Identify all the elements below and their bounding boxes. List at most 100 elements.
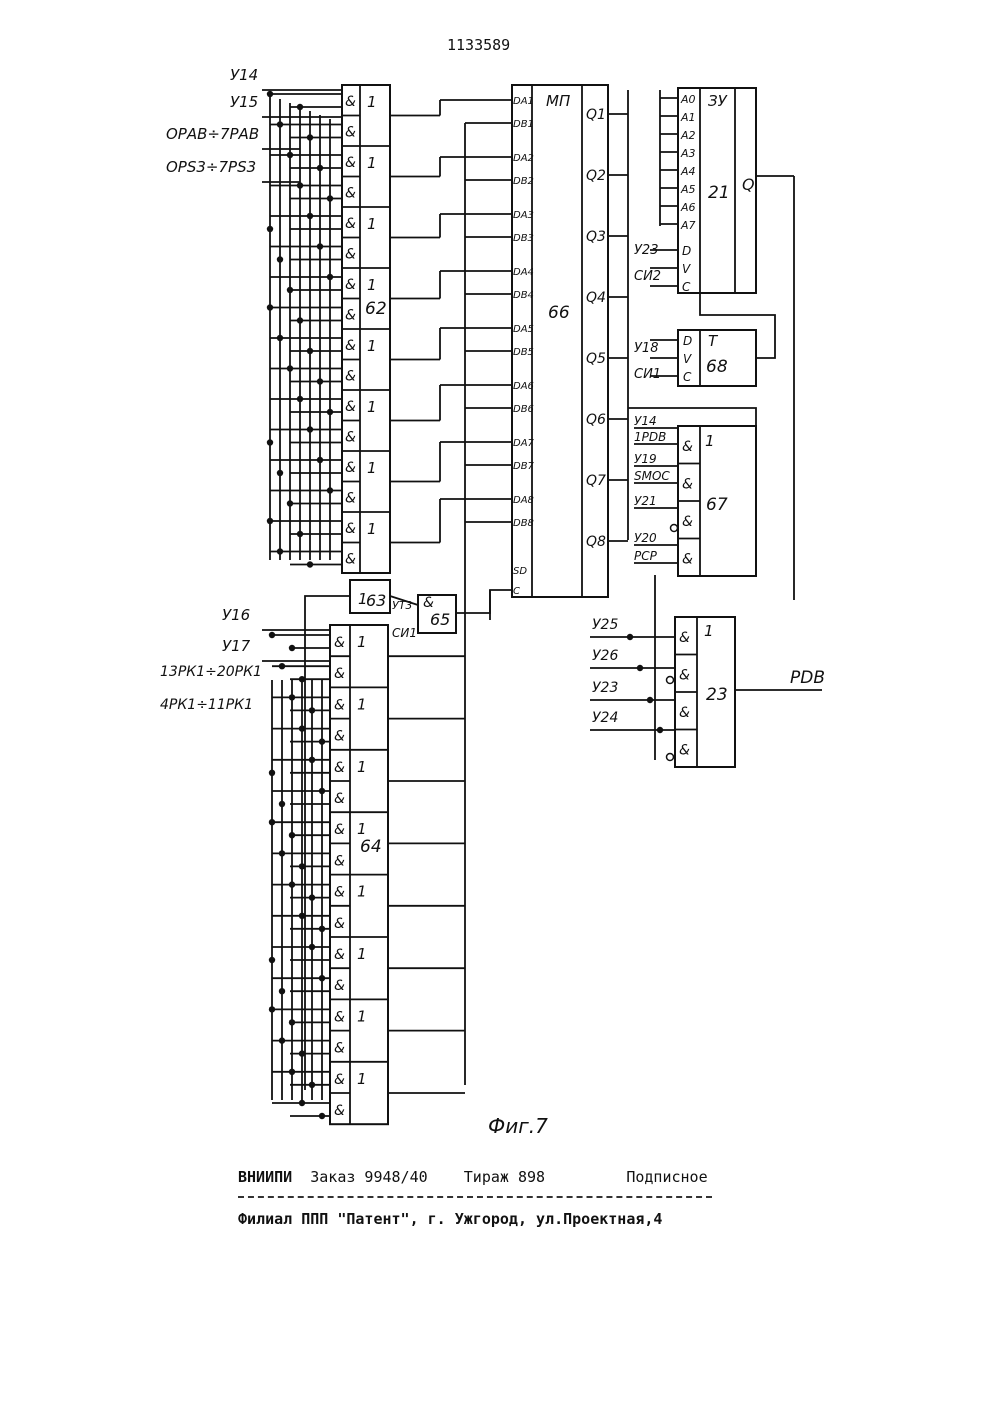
block-23-input-label: У25 (592, 617, 618, 633)
block-62-or-symbol: 1 (367, 459, 377, 477)
block-64-junction (299, 913, 305, 919)
block-64-and-symbol: & (334, 635, 345, 651)
block-23-and-symbol: & (679, 743, 690, 759)
footer-print-run: Тираж 898 (464, 1168, 545, 1186)
label-y15-top: У15 (230, 93, 258, 111)
block-64-junction (289, 1069, 295, 1075)
label-13rk: 13РК1÷20РК1 (160, 664, 262, 680)
block-62-and-symbol: & (345, 369, 356, 385)
block-64-junction (299, 863, 305, 869)
block-23-junction (657, 727, 663, 733)
block-21-pin-a7: A7 (680, 219, 696, 232)
block-64-junction (269, 1006, 275, 1012)
block-64-junction (289, 832, 295, 838)
block-64-junction (279, 850, 285, 856)
block-21-title: ЗУ (708, 92, 728, 110)
block-62-junction (327, 195, 333, 201)
block-64-junction (319, 738, 325, 744)
block-64-and-symbol: & (334, 760, 345, 776)
block-62-junction (297, 182, 303, 188)
block-62-and-symbol: & (345, 491, 356, 507)
block-64-or-symbol: 1 (357, 820, 367, 838)
block-64-and-symbol: & (334, 1072, 345, 1088)
block-62-junction (317, 243, 323, 249)
block-64-junction (309, 944, 315, 950)
block-64-junction (269, 770, 275, 776)
block-21-pin-a3: A3 (680, 147, 696, 160)
block-62-junction (277, 121, 283, 127)
block-64-and-symbol: & (334, 978, 345, 994)
block-64-junction (289, 881, 295, 887)
block-64-or-symbol: 1 (357, 1070, 367, 1088)
block-67-and-symbol: & (682, 514, 693, 530)
block-64-and-symbol: & (334, 697, 345, 713)
block-64-junction (289, 1019, 295, 1025)
block-68-title: Т (708, 332, 719, 350)
block-66-pin-q4: Q4 (586, 290, 606, 306)
block-62-junction (317, 165, 323, 171)
block-67-input-label: У21 (634, 494, 657, 508)
block-64-junction (289, 694, 295, 700)
block-64-and-symbol: & (334, 853, 345, 869)
block-21-number: 21 (708, 183, 730, 203)
block-68-in-si1: СИ1 (634, 367, 661, 382)
footer-org: ВНИИПИ (238, 1168, 292, 1186)
block-68-pin-v: V (683, 352, 692, 366)
block-21-pin-a6: A6 (680, 201, 696, 214)
block-62-and-symbol: & (345, 521, 356, 537)
block-62-and-symbol: & (345, 552, 356, 568)
block-64-or-symbol: 1 (357, 633, 367, 651)
block-64-junction (289, 645, 295, 651)
block-62-junction (287, 152, 293, 158)
block-62-and-symbol: & (345, 94, 356, 110)
block-64-and-symbol: & (334, 791, 345, 807)
block-66-pin-db2: DB2 (513, 176, 534, 187)
block-66-pin-q7: Q7 (586, 473, 606, 489)
block-66-pin-da1: DA1 (513, 96, 534, 107)
label-y16: У16 (222, 606, 250, 624)
block-64-or-symbol: 1 (357, 1007, 367, 1025)
block-64-number: 64 (360, 837, 382, 857)
block-62-junction (267, 226, 273, 232)
block-62-and-symbol: & (345, 430, 356, 446)
block-64-junction (319, 1113, 325, 1119)
block-66-pin-db4: DB4 (513, 290, 534, 301)
block-67-input-label: У14 (634, 414, 657, 428)
block-64-and-symbol: & (334, 885, 345, 901)
block-66-pin-q2: Q2 (586, 168, 606, 184)
footer-dashed-rule (238, 1196, 712, 1198)
block-64-and-symbol: & (334, 947, 345, 963)
block-62-junction (327, 409, 333, 415)
block-64-or-symbol: 1 (357, 758, 367, 776)
block-64-junction (299, 725, 305, 731)
patent-number: 1133589 (447, 36, 510, 54)
block-64-junction (309, 894, 315, 900)
block-62-and-symbol: & (345, 155, 356, 171)
block-62-and-symbol: & (345, 308, 356, 324)
block-62-junction (277, 335, 283, 341)
block-66-pin-q3: Q3 (586, 229, 606, 245)
block-64-and-symbol: & (334, 666, 345, 682)
block-62-junction (307, 134, 313, 140)
block-62-and-symbol: & (345, 125, 356, 141)
block-67-inversion-circle (671, 525, 678, 532)
block-66-pin-db3: DB3 (513, 233, 534, 244)
block-62-or-symbol: 1 (367, 398, 377, 416)
block-64-junction (299, 676, 305, 682)
block-62-and-symbol: & (345, 216, 356, 232)
block-67-input-label: 1РDВ (634, 430, 666, 444)
block-64-junction (269, 957, 275, 963)
block-62-junction (297, 396, 303, 402)
block-65-in1: УТ3 (392, 599, 412, 612)
block-66-pin-da5: DA5 (513, 324, 534, 335)
block-62-junction (317, 378, 323, 384)
block-62-junction (297, 317, 303, 323)
block-67-and-symbol: & (682, 552, 693, 568)
block-66-pin-db5: DB5 (513, 347, 534, 358)
block-66-pin-c: C (513, 586, 520, 597)
block-62-junction (267, 439, 273, 445)
block-62-and-symbol: & (345, 338, 356, 354)
block-64-junction (279, 988, 285, 994)
